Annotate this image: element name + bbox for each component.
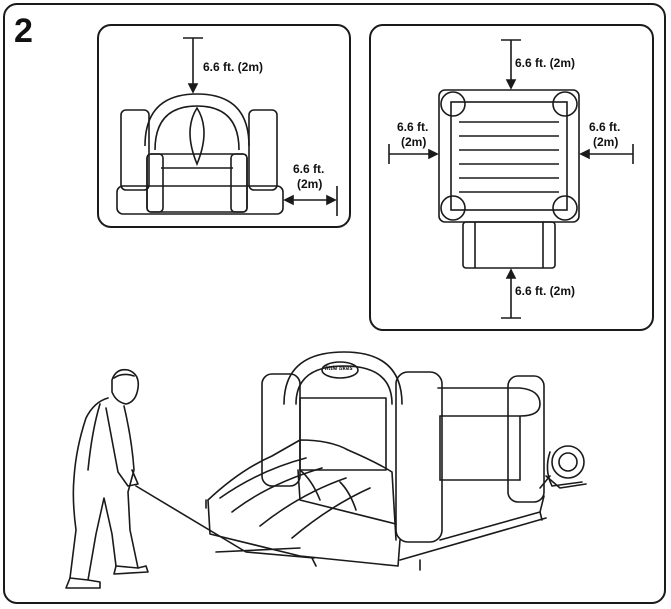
top-view-clearance-panel: 6.6 ft. (2m) 6.6 ft. (2m) 6.6 ft. (2m) 6… <box>369 24 654 331</box>
left-clearance-label-2: (2m) <box>401 135 427 149</box>
front-view-diagram <box>116 37 338 216</box>
front-side-clearance-label-2: (2m) <box>297 177 323 191</box>
person-figure <box>65 368 149 589</box>
bottom-clearance-label: 6.6 ft. (2m) <box>515 284 576 298</box>
front-side-clearance-label-1: 6.6 ft. <box>293 162 325 176</box>
brand-logo: little tikes <box>325 366 353 372</box>
front-top-clearance-label: 6.6 ft. (2m) <box>203 60 264 74</box>
front-clearance-panel: 6.6 ft. (2m) 6.6 ft. (2m) <box>97 24 351 228</box>
top-view-diagram <box>388 39 634 319</box>
right-clearance-label-1: 6.6 ft. <box>589 120 621 134</box>
top-clearance-label: 6.6 ft. (2m) <box>515 56 576 70</box>
instruction-frame <box>3 3 666 604</box>
right-clearance-label-2: (2m) <box>593 135 619 149</box>
left-clearance-label-1: 6.6 ft. <box>397 120 429 134</box>
bounce-house <box>205 351 587 571</box>
step-number: 2 <box>14 12 33 50</box>
